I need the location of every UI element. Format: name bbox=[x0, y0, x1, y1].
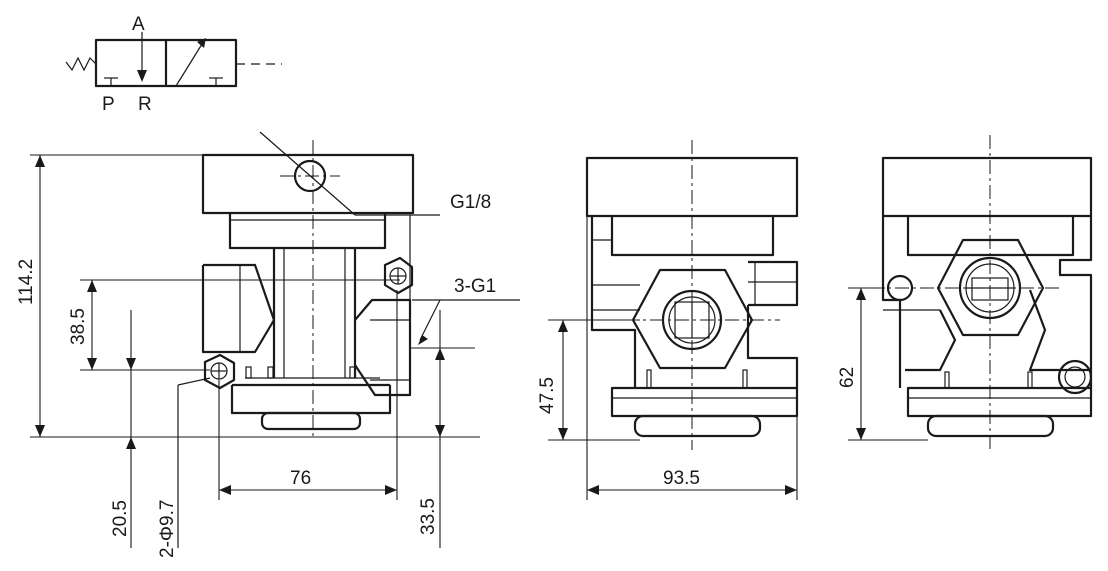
hex-nut-right bbox=[383, 256, 414, 295]
port-a-label: A bbox=[132, 14, 145, 35]
spring-symbol bbox=[65, 56, 97, 72]
hex-nut-left bbox=[203, 353, 236, 390]
side-width-dim: 93.5 bbox=[663, 468, 700, 489]
g18-label: G1/8 bbox=[450, 192, 491, 213]
overall-height-dim: 114.2 bbox=[16, 259, 37, 305]
port-offset-dim: 33.5 bbox=[418, 498, 439, 535]
port-p-label: P bbox=[102, 94, 115, 115]
front-view bbox=[177, 131, 520, 548]
side-view bbox=[585, 140, 799, 450]
hole-spacing-dim: 76 bbox=[290, 468, 311, 489]
back-view bbox=[870, 135, 1093, 450]
side-dimensions: 47.5 93.5 bbox=[537, 216, 798, 500]
valve-symbol: A P R bbox=[65, 14, 282, 115]
front-dimensions: 114.2 38.5 20.5 2-Φ9.7 76 33.5 G1/8 3-G1 bbox=[16, 154, 496, 558]
side-port-height-dim: 47.5 bbox=[537, 377, 558, 414]
back-dimensions: 62 bbox=[837, 287, 928, 441]
3g1-label: 3-G1 bbox=[454, 276, 496, 297]
back-mount-hole bbox=[1057, 359, 1093, 395]
mount-holes-label: 2-Φ9.7 bbox=[157, 500, 178, 558]
back-port-height-dim: 62 bbox=[837, 367, 858, 388]
port-r-label: R bbox=[138, 94, 152, 115]
port-height-dim: 38.5 bbox=[68, 308, 89, 345]
hole-offset-dim: 20.5 bbox=[110, 500, 131, 537]
